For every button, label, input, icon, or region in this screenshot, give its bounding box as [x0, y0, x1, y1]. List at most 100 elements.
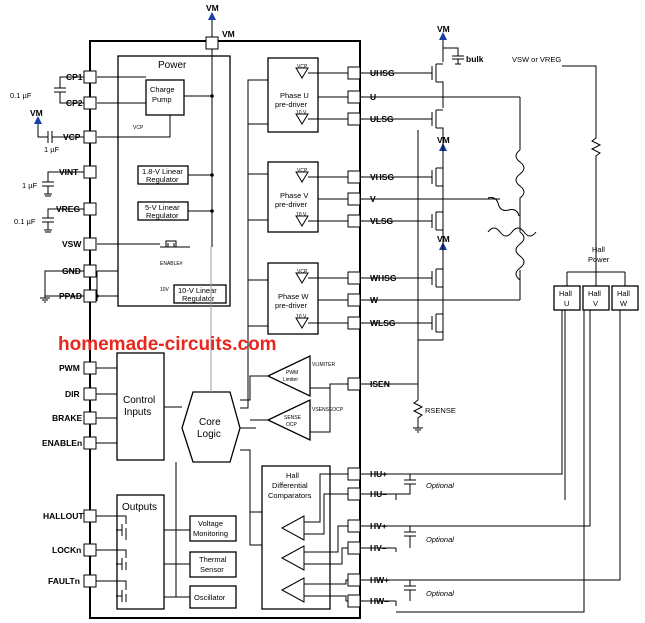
- enable-switch-icon: [160, 240, 190, 248]
- pin-vcp: [83, 130, 97, 144]
- vsw-vreg-label: VSW or VREG: [512, 55, 561, 64]
- pin-dir: [83, 387, 97, 401]
- label-faultn: FAULTn: [48, 576, 80, 586]
- pin-vreg: [83, 202, 97, 216]
- core-label-1: Core: [199, 417, 221, 428]
- phase-v-10v-tag: 10 V: [296, 212, 307, 218]
- vm-u-arrow-icon: [439, 32, 447, 40]
- sense-label-1: SENSE: [284, 415, 302, 421]
- label-hallout: HALLOUT: [43, 511, 84, 521]
- pwm-lim-label-1: PWM: [286, 370, 298, 376]
- hall-cmp-label-3: Comparators: [268, 491, 312, 500]
- vm-u-label: VM: [437, 24, 450, 34]
- reg-1v8-label-1: 1.8-V Linear: [142, 167, 183, 176]
- external-mosfet-bridge: VM VM VM bulk RSENSE: [360, 24, 520, 433]
- bulk-cap: [443, 47, 464, 65]
- label-lockn: LOCKn: [52, 545, 81, 555]
- watermark-text: homemade-circuits.com: [58, 334, 277, 355]
- label-brake: BRAKE: [52, 413, 83, 423]
- pin-vint: [83, 165, 97, 179]
- cap-vreg: [42, 208, 84, 233]
- pin-hallout: [83, 509, 97, 523]
- label-vsw: VSW: [62, 239, 82, 249]
- pin-vsw: [83, 237, 97, 251]
- label-enablen: ENABLEn: [42, 438, 82, 448]
- pin-vm-top-label: VM: [222, 29, 235, 39]
- hall-u-label-1: Hall: [559, 289, 572, 298]
- pwm-lim-label-2: Limiter: [283, 377, 298, 383]
- pin-pwm: [83, 361, 97, 375]
- outputs-block: [116, 494, 165, 610]
- phase-u-label-1: Phase U: [280, 91, 309, 100]
- phase-u-label-2: pre-driver: [275, 100, 308, 109]
- optional-label-v: Optional: [426, 535, 454, 544]
- cap-vint: [42, 171, 84, 197]
- hall-cmp-label-1: Hall: [286, 471, 299, 480]
- cap-label-vreg: 0.1 µF: [14, 217, 36, 226]
- label-pwm: PWM: [59, 363, 80, 373]
- phase-v-label-1: Phase V: [280, 191, 308, 200]
- right-pin-labels: UHSG U ULSG VHSG V VLSG WHSG W WLSG ISEN…: [370, 68, 397, 606]
- phase-u-predriver: VCP Phase U pre-driver 10 V: [267, 57, 319, 133]
- control-inputs-block: [116, 352, 165, 461]
- reg-5v-label-1: 5-V Linear: [145, 203, 180, 212]
- vm-arrow-icon: [208, 12, 216, 20]
- enable-inner-label: ENABLE#: [160, 261, 183, 267]
- thermal-sensor-block: [189, 551, 237, 578]
- label-dir: DIR: [65, 389, 80, 399]
- vsenseocp-label: VSENSEOCP: [312, 407, 344, 413]
- hall-comparators-block: [261, 465, 331, 610]
- cap-label-cp: 0.1 µF: [10, 91, 32, 100]
- hall-comparator-w: [280, 577, 305, 603]
- rsense-label: RSENSE: [425, 406, 456, 415]
- vm-left-label: VM: [30, 108, 43, 118]
- vlimiter-label: VLIMITER: [312, 362, 335, 368]
- hall-pullup-resistor: [562, 65, 602, 272]
- hall-filter-caps: [360, 474, 416, 601]
- charge-pump-label-2: Pump: [152, 95, 172, 104]
- hall-power-label-1: Hall: [592, 245, 605, 254]
- hall-w-label-2: W: [620, 299, 628, 308]
- cap-cp: [54, 76, 84, 104]
- phase-w-10v-tag: 10 V: [296, 314, 307, 320]
- core-label-2: Logic: [197, 429, 221, 440]
- hall-sensor-u: Hall U: [553, 285, 581, 311]
- cap-vcp: [37, 124, 84, 143]
- bulk-label: bulk: [466, 54, 484, 64]
- hall-sensor-v: Hall V: [582, 285, 610, 311]
- thermal-label-2: Sensor: [200, 565, 224, 574]
- pin-brake: [83, 411, 97, 425]
- phase-u-vcp-tag: VCP: [297, 64, 308, 70]
- phase-w-vcp-tag: VCP: [297, 269, 308, 275]
- voltage-mon-label-1: Voltage: [198, 519, 223, 528]
- pin-cp1: [83, 70, 97, 84]
- oscillator-block: [189, 585, 237, 609]
- reg-5v-label-2: Regulator: [146, 211, 179, 220]
- motor-windings: [487, 97, 537, 300]
- output-fets: [96, 515, 127, 602]
- phase-v-predriver: VCP Phase V pre-driver 10 V: [267, 161, 319, 233]
- phase-u-10v-tag: 10 V: [296, 110, 307, 116]
- vm-left-arrow-icon: [34, 116, 42, 124]
- core-logic-block: [181, 391, 241, 463]
- control-label-1: Control: [123, 395, 155, 406]
- pin-gnd: [83, 264, 97, 278]
- hall-w-label-1: Hall: [617, 289, 630, 298]
- pin-lockn: [83, 543, 97, 557]
- outputs-label: Outputs: [122, 502, 157, 513]
- reg-10v-tag: 10V: [160, 287, 170, 293]
- rsense-resistor: [360, 130, 443, 433]
- cap-label-vint: 1 µF: [22, 181, 38, 190]
- phase-w-predriver: VCP Phase W pre-driver 10 V: [267, 262, 319, 335]
- hall-power-label-2: Power: [588, 255, 610, 264]
- pin-faultn: [83, 574, 97, 588]
- charge-pump-label-1: Charge: [150, 85, 175, 94]
- pin-vm-top: [205, 36, 219, 50]
- pin-enablen: [83, 436, 97, 450]
- sense-ocp-amp: [266, 398, 311, 442]
- cap-label-vcp: 1 µF: [44, 145, 60, 154]
- hall-cmp-label-2: Differential: [272, 481, 308, 490]
- hall-u-label-2: U: [564, 299, 569, 308]
- vcp-inner-label: VCP: [133, 125, 144, 131]
